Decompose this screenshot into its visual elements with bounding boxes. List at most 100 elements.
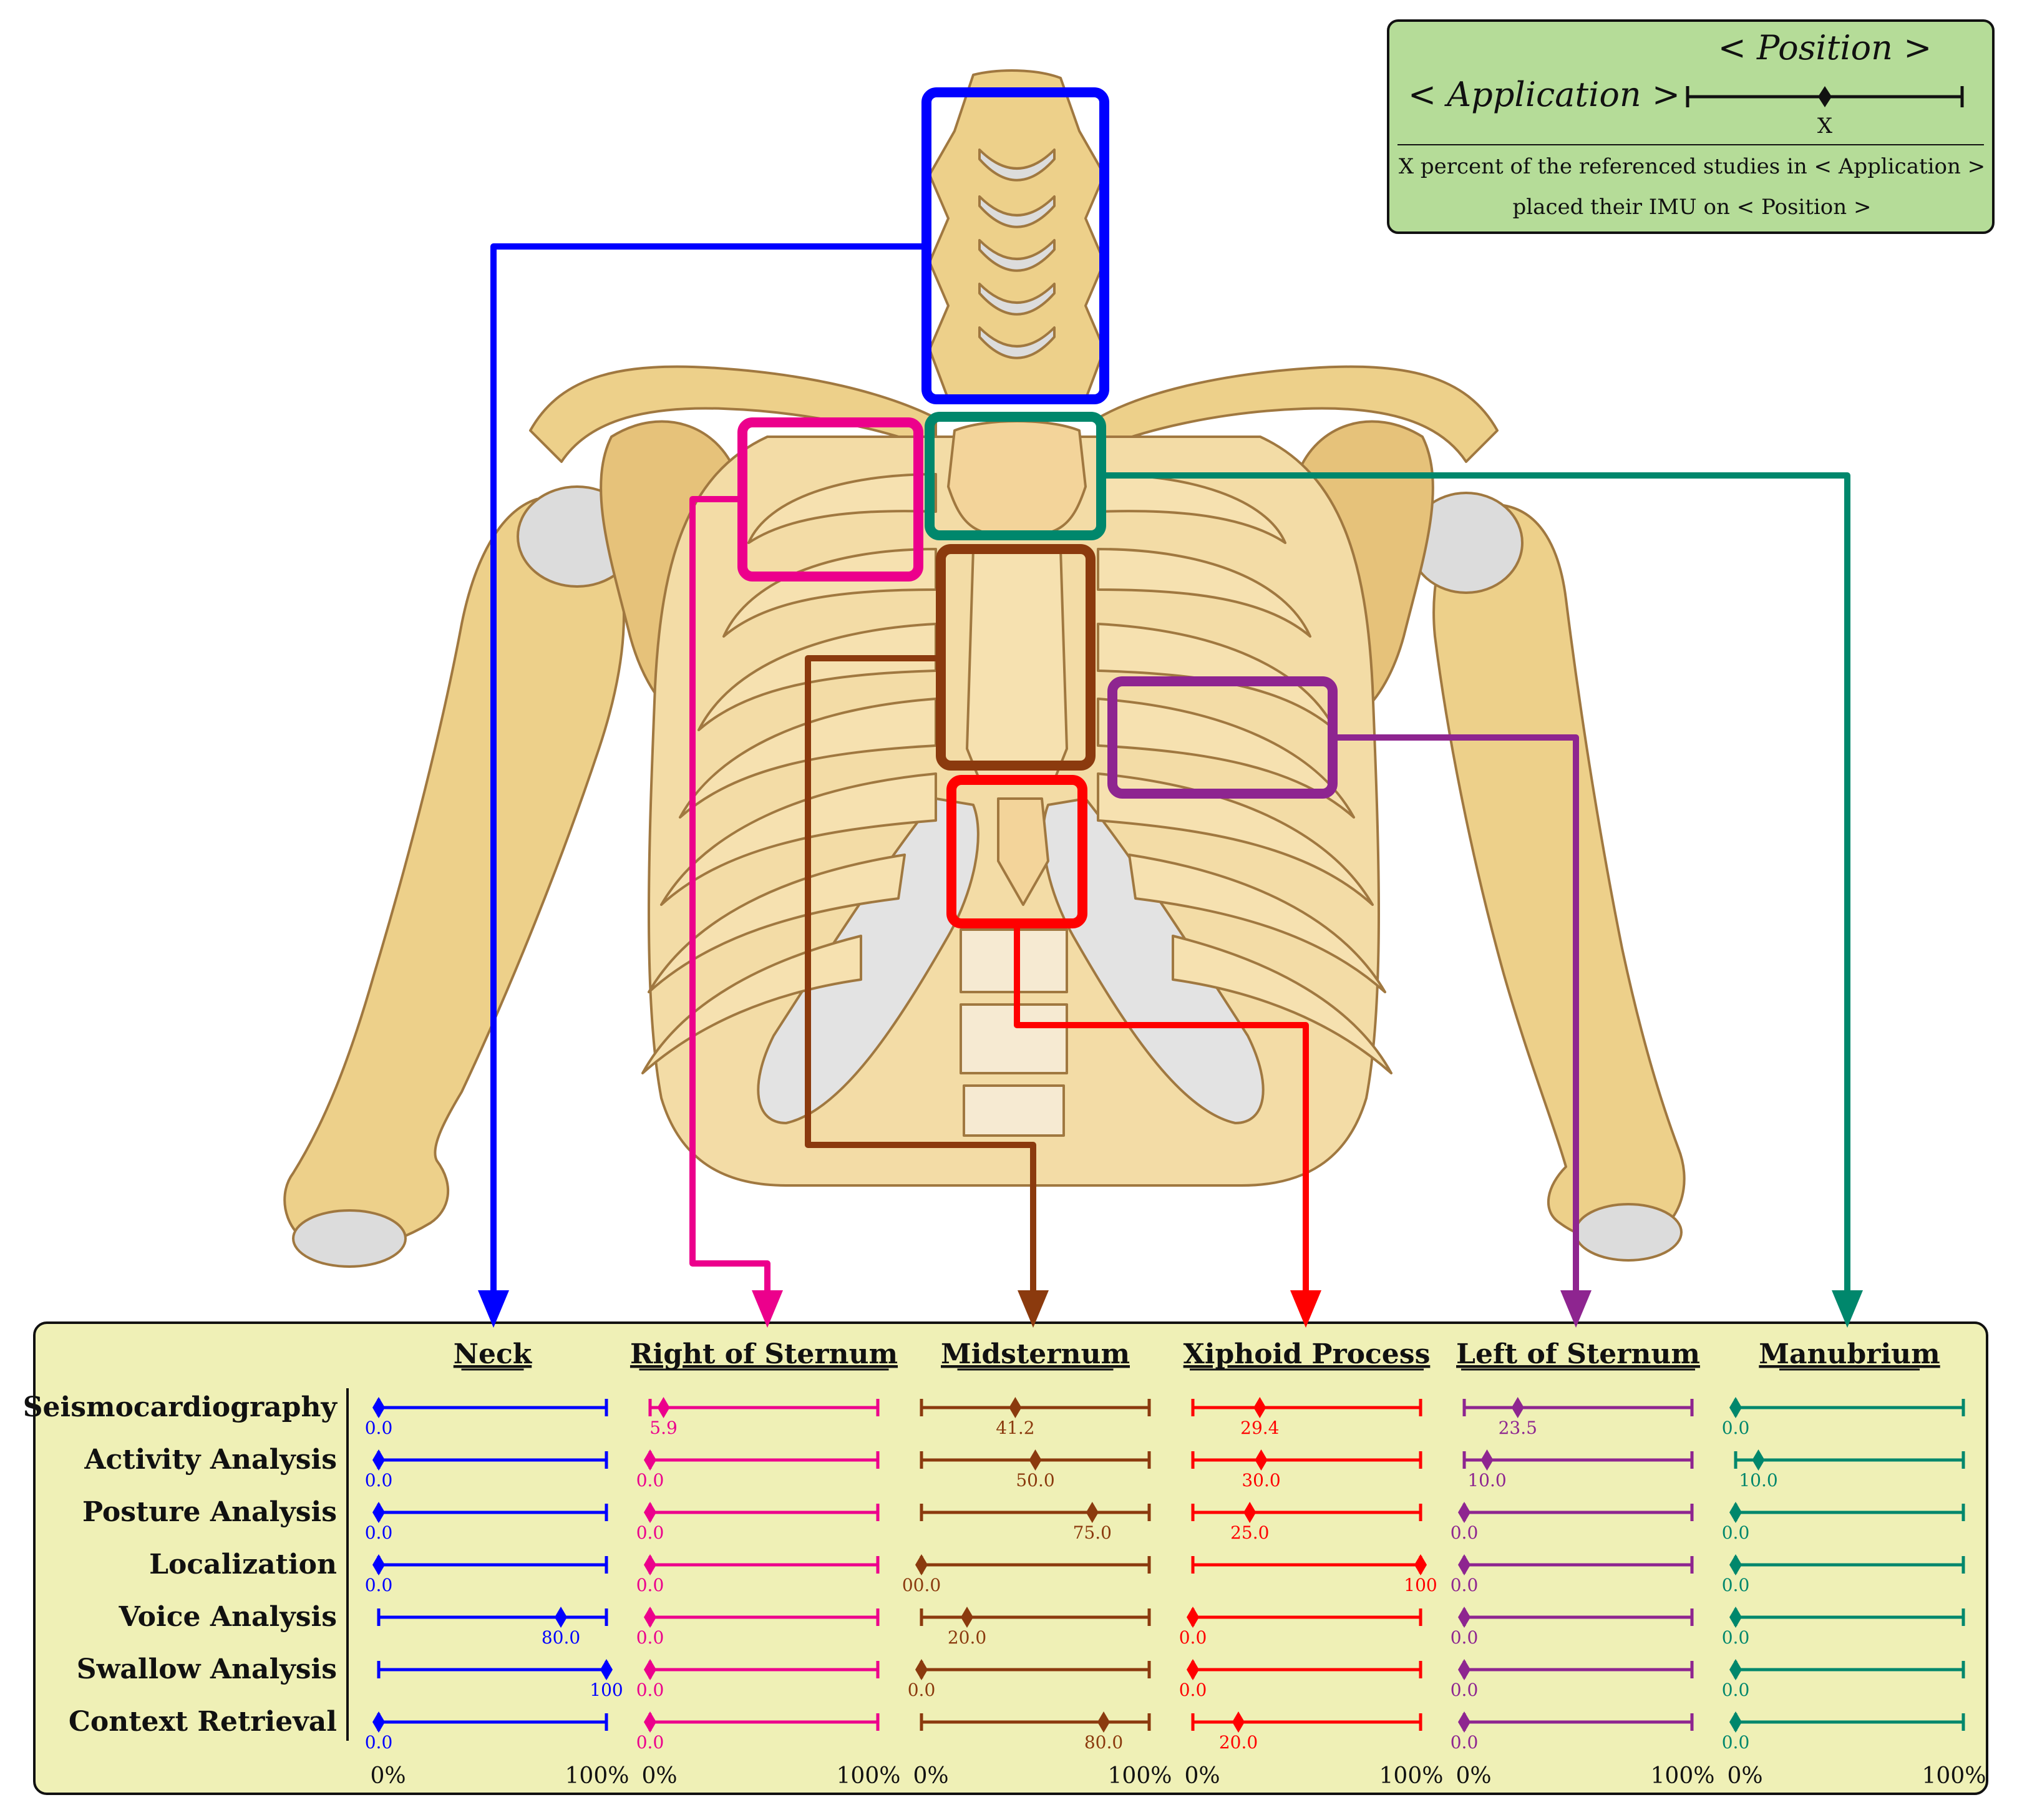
axis-min-label: 0%: [1184, 1763, 1220, 1789]
value-label: 20.0: [948, 1627, 986, 1648]
value-label: 25.0: [1230, 1522, 1269, 1543]
costal-cartilage-right: [1042, 797, 1265, 1124]
value-marker: [1480, 1449, 1494, 1471]
value-label: 0.0: [636, 1470, 664, 1491]
value-marker: [1086, 1502, 1099, 1523]
value-marker: [1729, 1554, 1742, 1575]
value-label: 0.0: [365, 1418, 393, 1438]
position-column: Midsternum41.250.075.000.020.00.080.00%1…: [902, 1338, 1172, 1789]
application-label: Context Retrieval: [69, 1706, 337, 1738]
value-label: 20.0: [1219, 1732, 1258, 1753]
value-marker: [1414, 1554, 1427, 1575]
value-marker: [644, 1711, 656, 1733]
value-label: 0.0: [1179, 1680, 1207, 1700]
value-marker: [1729, 1397, 1742, 1418]
value-label: 00.0: [902, 1575, 941, 1595]
value-marker: [372, 1711, 385, 1733]
value-label: 0.0: [636, 1522, 664, 1543]
value-marker: [372, 1449, 385, 1471]
value-label: 0.0: [1722, 1418, 1750, 1438]
value-label: 10.0: [1739, 1470, 1777, 1491]
rib: [660, 772, 937, 906]
vertebra-gap: [978, 239, 1056, 272]
lumbar-vertebra: [963, 1084, 1065, 1137]
legend-application-label: < Application >: [1408, 75, 1680, 114]
right-humerus: [1432, 504, 1686, 1243]
value-label: 0.0: [1451, 1627, 1479, 1648]
value-label: 0.0: [1722, 1522, 1750, 1543]
value-label: 0.0: [1451, 1522, 1479, 1543]
left-humerus: [283, 497, 625, 1251]
cervical-spine: [928, 69, 1106, 401]
value-label: 0.0: [636, 1732, 664, 1753]
value-label: 0.0: [365, 1732, 393, 1753]
position-header: Neck: [454, 1338, 533, 1370]
value-label: 0.0: [1722, 1627, 1750, 1648]
value-marker: [1458, 1711, 1470, 1733]
right-of-sternum-connector: [689, 496, 770, 1290]
position-column: Right of Sternum5.90.00.00.00.00.00.00%1…: [630, 1338, 901, 1789]
position-header: Right of Sternum: [630, 1338, 898, 1370]
axis-max-label: 100%: [1922, 1763, 1986, 1789]
value-label: 41.2: [996, 1418, 1034, 1438]
value-marker: [372, 1502, 385, 1523]
xiphoid-process-arrowhead: [1290, 1290, 1321, 1328]
rib: [1097, 473, 1286, 544]
legend-marker: [1818, 86, 1832, 107]
right-of-sternum-arrowhead: [752, 1290, 783, 1328]
axis-max-label: 100%: [1108, 1763, 1172, 1789]
legend-position-label: < Position >: [1718, 28, 1932, 67]
value-label: 75.0: [1073, 1522, 1112, 1543]
left-of-sternum-connector: [1333, 734, 1579, 1290]
value-label: 0.0: [1722, 1575, 1750, 1595]
value-marker: [644, 1449, 656, 1471]
value-marker: [1458, 1554, 1470, 1575]
value-label: 100: [590, 1680, 623, 1700]
value-marker: [1458, 1607, 1470, 1628]
value-label: 23.5: [1499, 1418, 1537, 1438]
value-marker: [1255, 1449, 1268, 1471]
application-label: Swallow Analysis: [77, 1653, 337, 1685]
application-label: Activity Analysis: [84, 1444, 337, 1476]
value-marker: [961, 1607, 973, 1628]
value-label: 0.0: [365, 1470, 393, 1491]
axis-min-label: 0%: [370, 1763, 406, 1789]
value-marker: [1009, 1397, 1022, 1418]
value-marker: [600, 1659, 613, 1680]
value-label: 0.0: [1179, 1627, 1207, 1648]
value-marker: [555, 1607, 567, 1628]
left-of-sternum-arrowhead: [1560, 1290, 1592, 1328]
sternum-body: [966, 548, 1068, 781]
value-marker: [644, 1502, 656, 1523]
value-marker: [1511, 1397, 1524, 1418]
legend-caption-line1: X percent of the referenced studies in <…: [1399, 154, 1985, 179]
vertebra-gap: [978, 148, 1056, 182]
axis-max-label: 100%: [565, 1763, 629, 1789]
value-marker: [1729, 1659, 1742, 1680]
value-label: 0.0: [908, 1680, 936, 1700]
value-marker: [1253, 1397, 1266, 1418]
value-marker: [644, 1659, 656, 1680]
position-header: Midsternum: [941, 1338, 1130, 1370]
value-label: 0.0: [1451, 1680, 1479, 1700]
value-label: 5.9: [649, 1418, 678, 1438]
value-marker: [915, 1659, 928, 1680]
value-label: 0.0: [1451, 1575, 1479, 1595]
value-label: 30.0: [1242, 1470, 1280, 1491]
rib: [747, 473, 937, 544]
value-label: 50.0: [1016, 1470, 1054, 1491]
legend-background: [1387, 19, 1995, 234]
value-label: 0.0: [365, 1575, 393, 1595]
value-label: 0.0: [636, 1680, 664, 1700]
value-marker: [1729, 1502, 1742, 1523]
value-marker: [657, 1397, 670, 1418]
midsternum-connector: [805, 655, 1036, 1290]
value-label: 100: [1404, 1575, 1437, 1595]
value-label: 29.4: [1240, 1418, 1279, 1438]
midsternum-arrowhead: [1018, 1290, 1049, 1328]
xiphoid-bone: [997, 797, 1049, 906]
vertebra-gap: [978, 283, 1056, 316]
